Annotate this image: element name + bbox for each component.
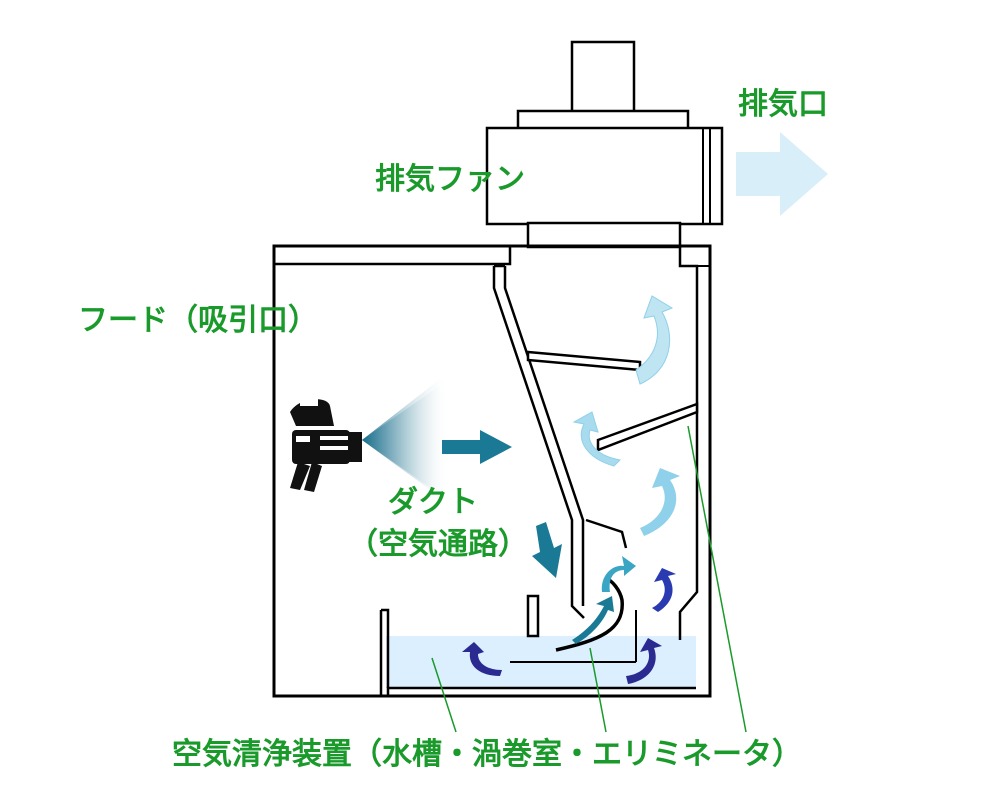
flow-arrow-icon	[572, 596, 614, 644]
hood-plate	[274, 246, 512, 266]
leader-line-eliminator	[687, 425, 747, 733]
hood-label: フード（吸引口）	[78, 303, 318, 338]
exhaust-arrow-icon	[736, 132, 828, 216]
scrubber-label: 空気清浄装置（水槽・渦巻室・エリミネータ）	[172, 737, 802, 772]
fan-top-plate	[516, 109, 690, 131]
exhaust-fan-label: 排気ファン	[375, 162, 525, 197]
eliminator-baffle-1	[526, 350, 642, 372]
vortex-curve	[555, 576, 624, 652]
eliminator-lip	[585, 518, 628, 549]
spray-gun-icon	[290, 376, 448, 500]
flow-arrow-icon	[572, 411, 622, 467]
exhaust-fan-housing	[485, 126, 724, 226]
leader-line-tank	[431, 657, 457, 733]
booth-outline	[272, 244, 712, 698]
leader-line-vortex	[589, 647, 607, 733]
flow-arrow-icon	[640, 468, 680, 536]
water-tank-wall	[379, 610, 696, 698]
flow-arrow-icon	[635, 295, 674, 385]
exhaust-outlet-label: 排気口	[738, 87, 828, 122]
duct-sublabel: （空気通路）	[348, 527, 528, 562]
flow-arrow-icon	[626, 638, 662, 684]
flow-arrow-icon	[532, 522, 562, 578]
fan-chimney	[570, 40, 636, 114]
vortex-post	[526, 594, 540, 638]
fan-neck	[526, 221, 682, 249]
eliminator-baffle-2	[596, 402, 699, 452]
flow-arrow-icon	[601, 556, 636, 592]
duct-label: ダクト	[388, 485, 478, 520]
flow-arrow-icon	[652, 568, 676, 612]
right-inner-wall	[678, 246, 699, 640]
flow-arrow-icon	[442, 430, 512, 464]
flow-arrow-icon	[462, 642, 502, 676]
duct-wall	[492, 266, 585, 619]
